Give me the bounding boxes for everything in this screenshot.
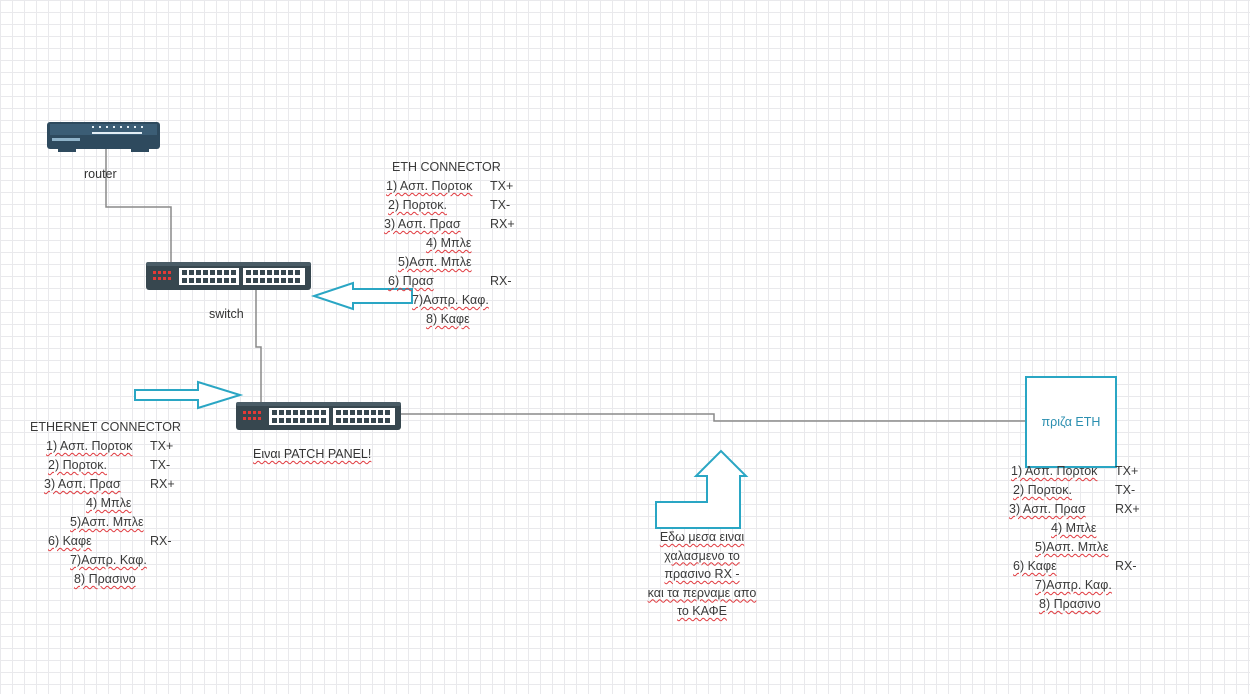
pin-row: 5)Ασπ. Μπλε (1009, 538, 1149, 557)
eth-socket-label: πριζα ETH (1041, 415, 1101, 429)
pin-row: 5)Ασπ. Μπλε (44, 513, 200, 532)
eth-socket-box[interactable]: πριζα ETH (1025, 376, 1117, 468)
pin-color: 3) Ασπ. Πρασ (44, 477, 121, 491)
pin-row: 5)Ασπ. Μπλε (384, 253, 524, 272)
note-line: και τα περναμε απο (632, 584, 772, 603)
pin-color: 2) Πορτοκ. (48, 458, 107, 472)
pin-color: 4) Μπλε (1051, 521, 1097, 535)
pin-row: 7)Ασπρ. Καφ. (1009, 576, 1149, 595)
wire-switch-patch-panel (255, 290, 262, 402)
pin-row: 1) Ασπ. Πορτοκ TX+ (384, 177, 524, 196)
pin-color: 1) Ασπ. Πορτοκ (46, 439, 133, 453)
pin-row: 6) Πρασ RX- (384, 272, 524, 291)
pin-row: 7)Ασπρ. Καφ. (384, 291, 524, 310)
arrow-right-icon (134, 380, 244, 410)
pin-color: 5)Ασπ. Μπλε (1035, 540, 1109, 554)
pin-signal: RX+ (1115, 502, 1140, 516)
pin-color: 6) Καφε (48, 534, 92, 548)
pin-row: 7)Ασπρ. Καφ. (44, 551, 200, 570)
socket-connector-rows: 1) Ασπ. Πορτοκ TX+ 2) Πορτοκ. TX- 3) Ασπ. Πρ… (1009, 462, 1149, 614)
socket-connector-block: 1) Ασπ. Πορτοκ TX+ 2) Πορτοκ. TX- 3) Ασπ. Πρ… (1009, 462, 1149, 614)
ethernet-connector-block: ETHERNET CONNECTOR 1) Ασπ. Πορτοκ TX+ 2) Π… (30, 418, 200, 589)
wire-router-switch (105, 149, 172, 262)
pin-signal: TX- (490, 198, 511, 212)
damage-note: Εδω μεσα ειναι χαλασμενο το πρασινο RX - κα… (632, 528, 772, 621)
ethernet-connector-rows: 1) Ασπ. Πορτοκ TX+ 2) Πορτοκ. TX- 3) Ασπ. Πρ… (44, 437, 200, 589)
note-line-text: πρασινο RX - (664, 567, 740, 581)
pin-signal: RX- (490, 274, 512, 288)
router-icon[interactable] (47, 122, 160, 152)
pin-color: 5)Ασπ. Μπλε (70, 515, 144, 529)
pin-row: 8) Καφε (384, 310, 524, 329)
pin-color: 8) Πρασινο (1039, 597, 1101, 611)
note-line-text: χαλασμενο το (664, 548, 740, 563)
pin-color: 3) Ασπ. Πρασ (1009, 502, 1086, 516)
pin-row: 3) Ασπ. Πρασ RX+ (1009, 500, 1149, 519)
pin-row: 4) Μπλε (1009, 519, 1149, 538)
eth-connector-rows: 1) Ασπ. Πορτοκ TX+ 2) Πορτοκ. TX- 3) Ασπ. Πρ… (384, 177, 524, 329)
pin-row: 8) Πρασινο (44, 570, 200, 589)
pin-color: 7)Ασπρ. Καφ. (70, 553, 147, 567)
pin-row: 6) Καφε RX- (44, 532, 200, 551)
pin-row: 2) Πορτοκ. TX- (1009, 481, 1149, 500)
pin-row: 3) Ασπ. Πρασ RX+ (44, 475, 200, 494)
note-line-text: το ΚΑΦΕ (677, 604, 727, 618)
pin-color: 2) Πορτοκ. (1013, 483, 1072, 497)
note-line: χαλασμενο το (632, 547, 772, 566)
pin-signal: RX- (1115, 559, 1137, 573)
damage-note-lines: Εδω μεσα ειναι χαλασμενο το πρασινο RX - κα… (632, 528, 772, 621)
pin-row: 8) Πρασινο (1009, 595, 1149, 614)
pin-color: 3) Ασπ. Πρασ (384, 217, 461, 231)
router-label: router (84, 167, 117, 181)
pin-signal: RX+ (150, 477, 175, 491)
pin-color: 6) Πρασ (388, 274, 434, 288)
patch-panel-icon[interactable] (236, 402, 401, 430)
pin-row: 4) Μπλε (44, 494, 200, 513)
pin-signal: TX+ (1115, 464, 1139, 478)
patch-panel-label-text: Ειναι PATCH PANEL! (253, 447, 372, 461)
pin-row: 2) Πορτοκ. TX- (44, 456, 200, 475)
pin-row: 3) Ασπ. Πρασ RX+ (384, 215, 524, 234)
pin-signal: TX- (150, 458, 171, 472)
pin-row: 1) Ασπ. Πορτοκ TX+ (1009, 462, 1149, 481)
arrow-up-icon (655, 449, 749, 529)
pin-color: 5)Ασπ. Μπλε (398, 255, 472, 269)
note-line: το ΚΑΦΕ (632, 602, 772, 621)
note-line-text: και τα περναμε απο (647, 585, 757, 600)
pin-color: 2) Πορτοκ. (388, 198, 447, 212)
pin-color: 1) Ασπ. Πορτοκ (1011, 464, 1098, 478)
pin-color: 8) Πρασινο (74, 572, 136, 586)
note-line: Εδω μεσα ειναι (632, 528, 772, 547)
pin-row: 1) Ασπ. Πορτοκ TX+ (44, 437, 200, 456)
pin-color: 7)Ασπρ. Καφ. (1035, 578, 1112, 592)
pin-color: 4) Μπλε (426, 236, 472, 250)
pin-color: 6) Καφε (1013, 559, 1057, 573)
pin-signal: TX- (1115, 483, 1136, 497)
pin-row: 2) Πορτοκ. TX- (384, 196, 524, 215)
pin-row: 4) Μπλε (384, 234, 524, 253)
pin-signal: TX+ (150, 439, 174, 453)
pin-color: 8) Καφε (426, 312, 470, 326)
arrow-left-icon (310, 281, 413, 311)
ethernet-connector-title: ETHERNET CONNECTOR (30, 420, 181, 434)
pin-signal: RX+ (490, 217, 515, 231)
patch-panel-label: Ειναι PATCH PANEL! (253, 447, 371, 461)
pin-signal: TX+ (490, 179, 514, 193)
pin-signal: RX- (150, 534, 172, 548)
note-line: πρασινο RX - (632, 565, 772, 584)
eth-connector-title: ETH CONNECTOR (392, 160, 501, 174)
wire-patch-panel-socket (401, 413, 1025, 422)
note-line-text: Εδω μεσα ειναι (659, 530, 745, 544)
pin-color: 7)Ασπρ. Καφ. (412, 293, 489, 307)
switch-label: switch (209, 307, 244, 321)
pin-row: 6) Καφε RX- (1009, 557, 1149, 576)
pin-color: 1) Ασπ. Πορτοκ (386, 179, 473, 193)
pin-color: 4) Μπλε (86, 496, 132, 510)
switch-icon[interactable] (146, 262, 311, 290)
eth-connector-block: ETH CONNECTOR 1) Ασπ. Πορτοκ TX+ 2) Πορτοκ… (384, 158, 524, 329)
